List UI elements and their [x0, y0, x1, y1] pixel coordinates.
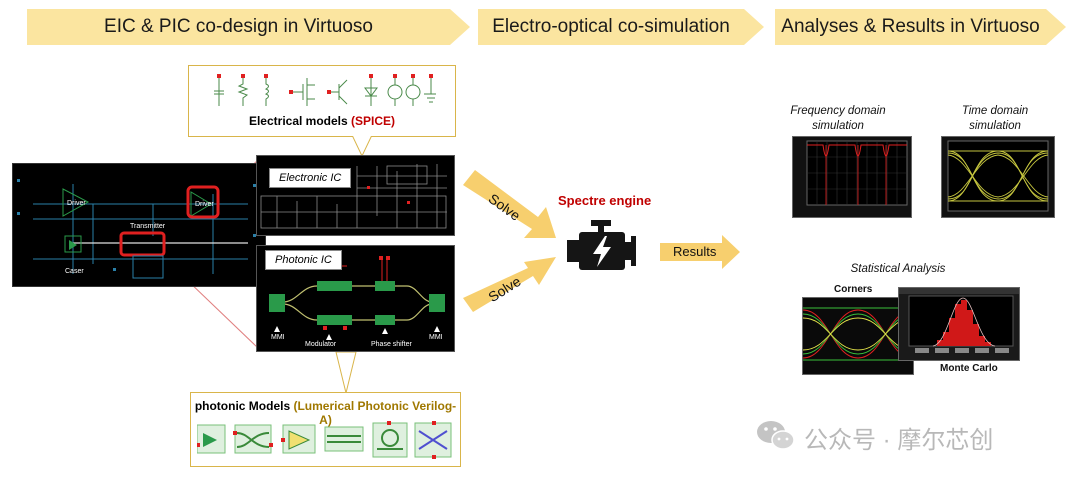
schematic-transmitter-label: Transmitter: [130, 223, 166, 230]
banner-arrow-shape: [478, 9, 764, 45]
banner-arrow-shape: [27, 9, 470, 45]
spice-symbols: [214, 74, 436, 106]
spectre-engine-title: Spectre engine: [558, 193, 652, 208]
corners-chart: [802, 297, 914, 375]
engine-icon: [567, 220, 636, 270]
photonic-mmi-left-label: MMI: [271, 334, 285, 341]
schematic-driver-label: Driver: [67, 200, 86, 207]
electronic-ic-label: Electronic IC: [269, 168, 352, 188]
electronic-ic-panel: Electronic IC: [256, 155, 455, 236]
photonic-model-symbols: [197, 421, 452, 459]
time-domain-chart: [941, 136, 1055, 218]
photonic-models-callout: photonic Models (Lumerical Photonic Veri…: [190, 392, 461, 467]
results-label: Results: [673, 244, 717, 259]
electrical-models-callout: Electrical models (SPICE): [188, 65, 456, 137]
photonic-ic-panel: Photonic IC MMI Modulator Phase shifter …: [256, 245, 455, 352]
corners-eye-diagram: [803, 298, 913, 374]
monte-carlo-label: Monte Carlo: [940, 363, 998, 374]
banner-label: Analyses & Results in Virtuoso: [781, 16, 1040, 37]
photonic-phase-shifter-label: Phase shifter: [371, 341, 412, 348]
frequency-domain-caption: Frequency domain simulation: [790, 105, 886, 132]
corners-label: Corners: [834, 284, 873, 295]
banner-label: EIC & PIC co-design in Virtuoso: [104, 16, 373, 37]
photonic-ic-label: Photonic IC: [265, 250, 342, 270]
schematic-drawing: [17, 179, 256, 279]
electrical-models-title: Electrical models (SPICE): [248, 114, 396, 128]
monte-carlo-chart: [898, 287, 1020, 361]
results-arrow: [660, 235, 740, 269]
wechat-icon: [757, 421, 795, 450]
photonic-models-title: photonic Models (Lumerical Photonic Veri…: [194, 399, 457, 427]
photonic-ic-layout: [269, 256, 445, 340]
frequency-plot: [806, 140, 908, 206]
schematic-laser-label: Caser: [65, 268, 84, 275]
schematic-driver2-label: Driver: [195, 201, 214, 208]
schematic-panel: Driver Driver Transmitter Caser: [12, 163, 266, 287]
eye-diagram: [947, 140, 1049, 212]
time-domain-caption: Time domain simulation: [961, 105, 1029, 132]
electronic-ic-layout: [260, 164, 447, 229]
banner-arrow-shape: [775, 9, 1066, 45]
photonic-modulator-label: Modulator: [305, 341, 337, 348]
frequency-domain-chart: [792, 136, 912, 218]
banner-co-simulation: Electro-optical co-simulation: [478, 9, 764, 45]
monte-carlo-histogram: [899, 288, 1019, 353]
solve-arrow-top: [463, 170, 556, 238]
banner-label: Electro-optical co-simulation: [492, 16, 730, 37]
statistical-analysis-caption: Statistical Analysis: [850, 263, 946, 275]
banner-analyses-results: Analyses & Results in Virtuoso: [775, 9, 1066, 45]
banner-eic-pic-codesign: EIC & PIC co-design in Virtuoso: [27, 9, 470, 45]
watermark-text: 公众号 · 摩尔芯创: [804, 427, 994, 454]
photonic-mmi-right-label: MMI: [429, 334, 443, 341]
solve-arrow-bottom: [463, 257, 556, 312]
